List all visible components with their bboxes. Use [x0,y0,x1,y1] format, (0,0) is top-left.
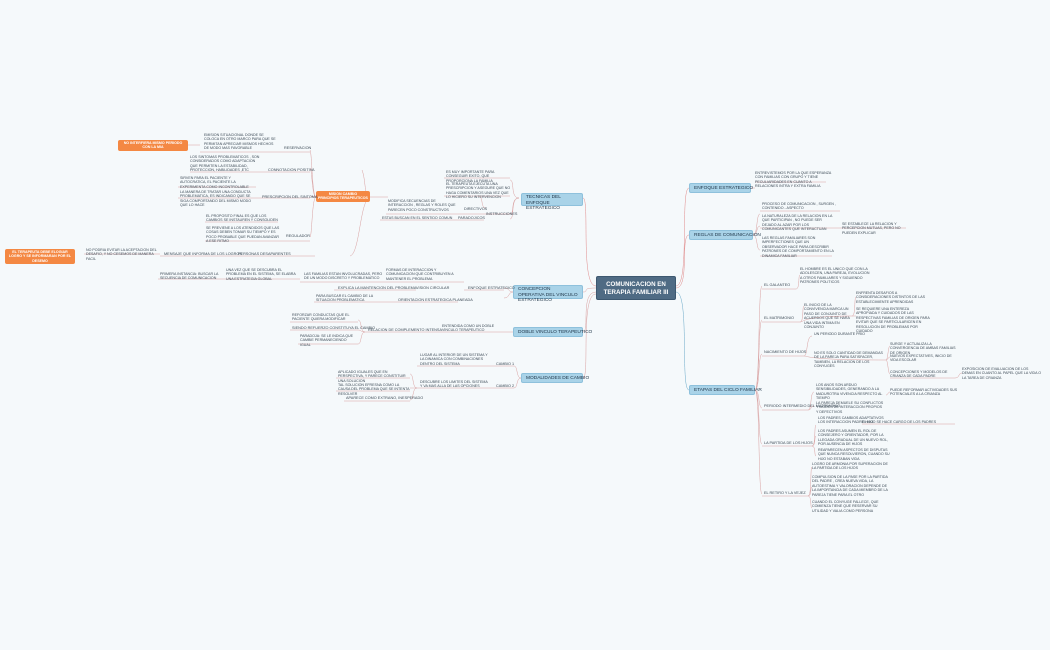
concepcion-vision[interactable]: VISION CIRCULAR [416,286,450,290]
matrimonio-a: ENFRENTA DESAFIOS A CONSIDERACIONES DIST… [856,291,926,304]
personas-label[interactable]: PERSONAS DESAPARENTES [238,252,291,256]
modalidades-c1[interactable]: CAMBIO 1 [496,362,515,366]
mision-cambio-node[interactable]: MISION CAMBIO PRINCIPIOS TERAPEUTICOS [316,191,370,202]
partida-a: LOS PADRES CAMBIOS ADAPTATIVOS LOS INTER… [818,416,884,425]
reglas-r2: LA NATURALEZA DE LA RELACION EN LA QUE P… [762,214,833,232]
modalidades-c1-text: LUGAR AL INTERIOR DE UN SISTEMA Y LA DIN… [420,353,488,366]
matrimonio-b: SE REQUIERE UNA ENTEREZA APROPIADA Y CUI… [856,307,930,334]
retiro-b: COMPULSION DE LA PASE POR LA PARTIDA DEL… [812,475,888,497]
etapa-nacimiento[interactable]: NACIMIENTO DE HIJOS [764,350,807,354]
concepcion-una-vez: UNA VEZ QUE SE DESCUBRA EL PROBLEMA EN E… [226,268,296,281]
nacimiento-b: NO ES SOLO CANTIDAD DE DEMANDAS DE LA PA… [814,351,883,369]
node-etapas-ciclo[interactable]: ETAPAS DEL CICLO FAMILIAR [689,385,762,395]
modalidades-c2c: APARECE COMO EXTRANO, INESPERADO [346,396,424,400]
concepcion-vision-text: EXPLICA LA MANTENCION DEL PROBLEMA [338,286,417,290]
reservacion-label[interactable]: RESERVACION [284,146,312,150]
modalidades-c2a: APLICADO IGUALES QUE EN PERSPECTIVA, Y P… [338,370,406,383]
doble-relacion[interactable]: RELACION DE COMPLEMENTO INTENSA [368,328,442,332]
etapa-galanteo[interactable]: EL GALANTEO [764,283,791,287]
tecnicas-directivos[interactable]: DIRECTIVOS [464,207,488,211]
modalidades-c2-text: DESCUBRE LOS LIMITES DEL SISTEMA Y VA MA… [420,380,488,389]
galanteo-text: EL HOMBRE ES EL UNICO QUE CON LA ADOLESC… [800,267,870,285]
node-reglas-comunicacion[interactable]: REGLAS DE COMUNICACION [689,230,761,240]
retiro-c: CUANDO EL CONYUGE FALLECE, QUE COMIENZA … [812,500,879,513]
connotacion-text: LOS SINTOMAS PROBLEMATICOS , SON CONSIDE… [190,155,260,173]
doble-d3: PARADOJA: SE LE INDICA QUE CAMBIE PERMAN… [300,334,354,347]
regulador-text-1: EL PROPOSITO FINAL ES QUE LOS CAMBIOS SE… [206,214,278,223]
partida-a1: EL HIJO SE HACE CARGO DE LOS PADRES [862,420,937,424]
matrimonio-text: EL INICIO DE LA CONVIVENCIA MARCA UN PAS… [804,303,850,330]
paradojicos-text: ESTAS BUSCAN EN EL SENTIDO COMUN [382,216,453,220]
nacimiento-a: UN PERIODO DURANTE PRIO [814,332,865,336]
doble-rel-text: ENTENDIDA COMO UN DOBLE VINCULO TERAPEUT… [442,324,495,333]
node-modalidades-cambio[interactable]: MODALIDADES DE CAMBIO [521,373,589,383]
node-tecnicas-enfoque[interactable]: TECNICAS DEL ENFOQUE ESTRATEGICO [521,193,583,211]
modalidades-c2b: TAL SOLUCION EFRESNA COMO LA CAUSA DEL P… [338,383,410,396]
modalidades-c2[interactable]: CAMBIO 2 [496,384,515,388]
doble-d1: REFORZAR CONDUCTAS QUE EL PACIENTE QUIER… [292,313,350,322]
nacimiento-b2: NUEVOS EXPECTATIVES, INICIO DE VIDA ESCO… [890,354,952,363]
etapa-matrimonio[interactable]: EL MATRIMONIO [764,316,794,320]
reglas-r3: LAS REGLAS FAMILIARES SON IMPERFECTIONES… [762,236,834,258]
concepcion-enfoque-text: FORMAS DE INTERACCION Y COMUNICACION QUE… [386,268,454,281]
concepcion-ciclo: LAS FAMILIAS ESTAN INVOLUCRADAS, PERO DE… [304,272,383,281]
node-concepcion-operativa[interactable]: CONCEPCION OPERATIVA DEL VINCULO ESTRATE… [513,285,583,303]
nacimiento-b3: CONCEPCIONES Y MODELOS DE CRIANZA DE CAD… [890,370,948,379]
prescripcion-text-1: SIRVEN PARA EL PACIENTE Y AUTOCRATICA, E… [180,176,249,189]
regulador-label[interactable]: REGULADOR [286,234,311,238]
prescripcion-text-2: LA MANERA DE TRATAR UNA CONDUCTA PROBLEM… [180,190,252,208]
partida-b: LOS PADRES ASUMEN EL ROL DE CONSEJERO Y … [818,429,888,447]
node-doble-vinculo[interactable]: DOBLE VINCULO TERAPEUTICO [513,327,592,337]
retiro-a: LOGRO DE ARMONIA POR SUPERACION DE LA PA… [812,462,888,471]
doble-d2: SIENDO REFUERZO CONSTITUYA EL CAMBIO [292,326,376,330]
etapa-retiro-vejez[interactable]: EL RETIRO Y LA VEJEZ [764,491,806,495]
periodo-a: LOS ANOS SON ARDUO SENSIBILIDADES, GENER… [816,383,883,401]
connotacion-label[interactable]: CONNOTACION POSITIVA [268,168,315,172]
enfoque-text: ENTREVISTEMOS POR LA QUE ESPERANZA CON F… [755,171,832,189]
periodo-b: LA PAREJA DEMUELE SU CONFLICTOS Y MODOS … [816,401,884,414]
nacimiento-b3a: EXPOSICION DE EVALUACION DE LOS DEMAS EN… [962,367,1042,380]
instrucciones-text: MODIFICA SECUENCIAS DE INTERACCION , REG… [388,199,456,212]
tecnicas-d2-text: EL TERAPEUTA EJECUTA UNA PRESCRIPCION Y … [446,182,511,200]
no-podria-text: NO PODRIA EVITAR LA ACEPTACION DEL DESAF… [86,248,157,261]
prescripcion-label[interactable]: PRESCRIPCION DEL SINTOMA [262,195,318,199]
mensaje-label: MENSAJE QUE INFORMA DE LOS LOGROS [164,252,242,256]
reglas-r2b: SE ESTABLECE LA RELACION Y PERCEPCION MU… [842,222,901,235]
etapa-periodo-intermedio[interactable]: PERIODO INTERMEDIO DEL MATRIMONIO [764,404,841,408]
concepcion-orientacion[interactable]: ORIENTACION ESTRATEGICA PLANEADA [398,298,473,302]
etapa-partida-hijos[interactable]: LA PARTIDA DE LOS HIJOS [764,441,813,445]
terapeuta-node[interactable]: EL TERAPEUTA DEBE ELOGIAR LOGRO Y SE INF… [5,249,75,265]
regulador-text-2: SE PREVIENE A LOS ATENDIDOS QUE LAS COSA… [206,226,280,244]
no-interfiera-node[interactable]: NO INTERFIERA MISMO PERIODO CON LA MIA [118,140,188,151]
partida-c: REAPARECEN ASPECTOS DE DISPUTAS QUE NUNC… [818,448,890,461]
periodo-a1: PUEDE REFORMAR ACTIVIDADES SUS POTENCIAL… [890,388,958,397]
central-topic[interactable]: COMUNICACION EN TERAPIA FAMILIAR III [596,276,676,300]
tecnicas-paradojicos[interactable]: PARADOJICOS [458,216,485,220]
node-enfoque-estrategico[interactable]: ENFOQUE ESTRATEGICO [689,183,753,193]
tecnicas-d1-text: ES MUY IMPORTANTE PARA CONSEGUIR EXITO, … [446,170,495,183]
tecnicas-instrucciones[interactable]: INSTRUCCIONES [486,212,518,216]
reservacion-text: EMISION SITUACIONAL DONDE SE COLOCA EN O… [204,133,276,151]
concepcion-enfoque[interactable]: ENFOQUE ESTRATEGICO [468,286,515,290]
nacimiento-b1: SURGE Y ACTUALIZA LA CONVERGENCIA DE AMB… [890,342,956,355]
concepcion-primera: PRIMERA INSTANCIA: BUSCAR LA SECUENCIA D… [160,272,219,281]
concepcion-orient-text: PARA BUSCAR EL CAMBIO DE LA SITUACION PR… [316,294,373,303]
reglas-r1: PROCESO DE COMUNICACION , SURGEN , CONTE… [762,202,836,211]
